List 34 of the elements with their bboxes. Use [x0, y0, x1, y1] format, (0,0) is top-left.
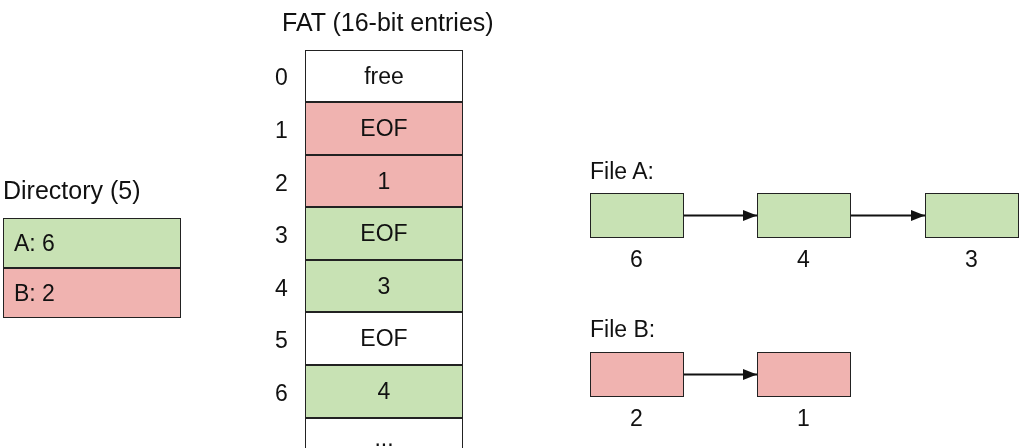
block-box [757, 352, 851, 397]
arrow [683, 368, 758, 381]
block-box [757, 193, 851, 238]
row-number: 4 [275, 277, 288, 300]
fat-entry: EOF [305, 102, 463, 155]
row-number: 5 [275, 329, 288, 352]
block-number: 6 [630, 248, 643, 271]
row-number: 3 [275, 224, 288, 247]
arrow [683, 209, 758, 222]
row-number: 6 [275, 382, 288, 405]
block-box [590, 193, 684, 238]
file-title: File B: [590, 318, 656, 341]
table-title: Directory (5) [3, 178, 141, 203]
fat-entry: 1 [305, 155, 463, 207]
table-title: FAT (16-bit entries) [282, 10, 494, 35]
directory-entry: B: 2 [3, 268, 181, 318]
directory-entry: A: 6 [3, 218, 181, 268]
fat-entry: EOF [305, 207, 463, 260]
arrow [850, 209, 926, 222]
row-number: 0 [275, 66, 288, 89]
fat-entry: EOF [305, 312, 463, 365]
fat-entry: 4 [305, 365, 463, 418]
row-number: 1 [275, 119, 288, 142]
block-number: 1 [797, 407, 810, 430]
block-box [925, 193, 1019, 238]
block-number: 2 [630, 407, 643, 430]
fat-entry: ... [305, 418, 463, 448]
fat-entry: 3 [305, 260, 463, 312]
file-title: File A: [590, 160, 654, 183]
block-box [590, 352, 684, 397]
block-number: 3 [965, 248, 978, 271]
fat-entry: free [305, 50, 463, 102]
block-number: 4 [797, 248, 810, 271]
row-number: 2 [275, 172, 288, 195]
